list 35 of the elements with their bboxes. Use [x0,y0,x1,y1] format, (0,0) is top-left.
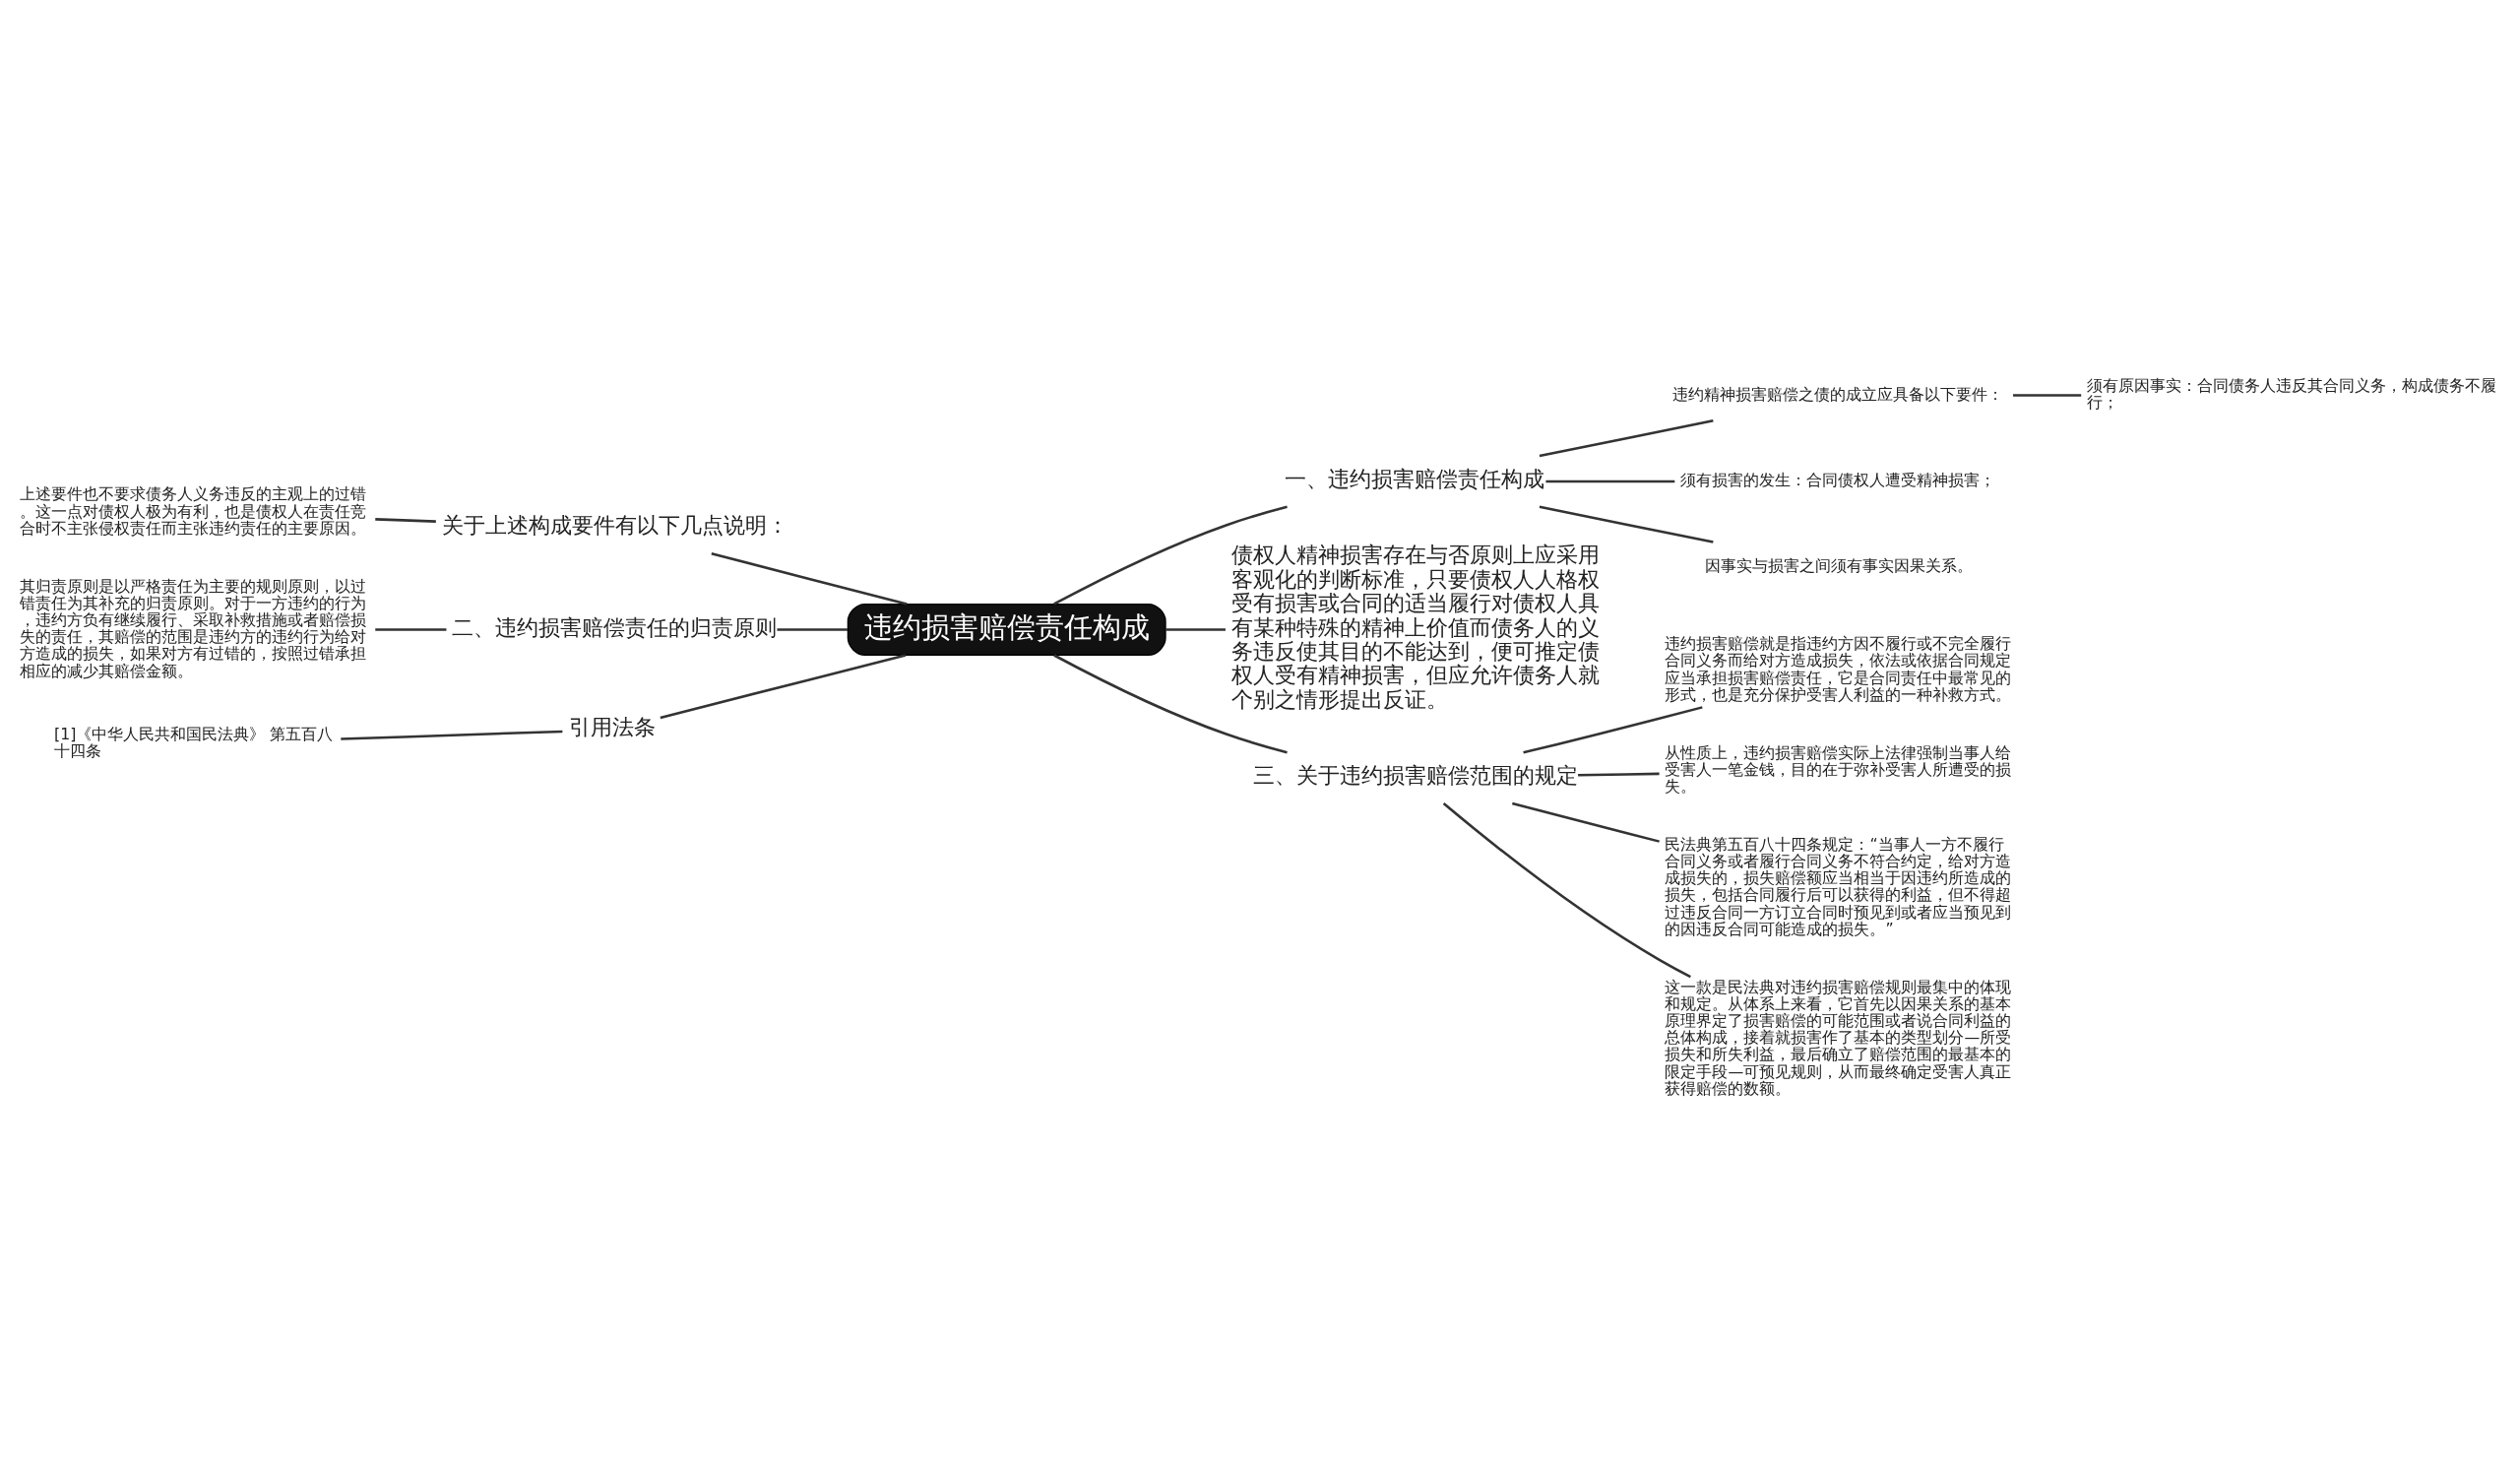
connector [1166,627,1226,631]
connector [1053,505,1288,606]
connector [2013,393,2082,397]
connector [1053,653,1288,753]
node-box: 违约损害赔偿责任构成 [847,603,1166,656]
connector [1578,772,1660,777]
connector [1539,505,1714,543]
node-text: 违约精神损害赔偿之债的成立应具备以下要件： [1672,384,2004,404]
node-text: 上述要件也不要求债务人义务违反的主观上的过错。这一点对债权人极为有利，也是债权人在责任竞合时不主张侵权责任而主张违约责任的主要原因。 [19,483,366,538]
connector [1442,801,1691,978]
node-text: 须有原因事实：合同债务人违反其合同义务，构成债务不履行； [2087,375,2497,412]
node-text: 引用法条 [568,714,656,739]
connector [1539,418,1714,457]
node-text: [1]《中华人民共和国民法典》 第五百八十四条 [54,724,334,760]
node-text: 二、违约损害赔偿责任的归责原则 [452,614,778,640]
node-text: 一、违约损害赔偿责任构成 [1285,466,1545,491]
connector [341,730,563,740]
node-text: 三、关于违约损害赔偿范围的规定 [1252,762,1578,788]
connector [711,551,908,606]
node-text: 其归责原则是以严格责任为主要的规则原则，以过错责任为其补充的归责原则。对于一方违约的行为，违约方负有继续履行、采取补救措施或者赔偿损失的责任，其赔偿的范围是违约方的违约行为给对方造成的损失，如果对方有过错的，按照过错承担相应的减少其赔偿金额。 [19,576,366,680]
node-text: 这一款是民法典对违约损害赔偿规则最集中的体现和规定。从体系上来看，它首先以因果关系的基本原理界定了损害赔偿的可能范围或者说合同利益的总体构成，接着就损害作了基本的类型划分—所受损失和所失利益，最后确立了赔偿范围的最基本的限定手段—可预见规则，从而最终确定受害人真正获得赔偿的数额。 [1665,977,2012,1098]
connector [1545,479,1675,482]
connector [375,517,436,523]
node-text: 关于上述构成要件有以下几点说明： [441,512,788,538]
connector [1512,801,1660,843]
node-text: 须有损害的发生：合同债权人遭受精神损害； [1680,470,1996,489]
node-text: 从性质上，违约损害赔偿实际上法律强制当事人给受害人一笔金钱，目的在于弥补受害人所遭受的损失。 [1665,742,2012,796]
connector [660,653,907,719]
connector [1523,705,1703,753]
node-text: 民法典第五百八十四条规定：“当事人一方不履行合同义务或者履行合同义务不符合约定，给对方造成损失的，损失赔偿额应当相当于因违约所造成的损失，包括合同履行后可以获得的利益，但不得超过违反合同一方订立合同时预见到或者应当预见到的因违反合同可能造成的损失。” [1665,834,2012,938]
node-text: 债权人精神损害存在与否原则上应采用客观化的判断标准，只要债权人人格权受有损害或合同的适当履行对债权人具有某种特殊的精神上价值而债务人的义务违反使其目的不能达到，便可推定债权人受有精神损害，但应允许债务人就个别之情形提出反证。 [1231,542,1601,712]
node-text: 因事实与损害之间须有事实因果关系。 [1704,555,1973,575]
connector [777,627,848,631]
node-text: 违约损害赔偿就是指违约方因不履行或不完全履行合同义务而给对方造成损失，依法或依据合同规定应当承担损害赔偿责任，它是合同责任中最常见的形式，也是充分保护受害人利益的一种补救方式。 [1665,633,2012,704]
connector [375,627,447,631]
